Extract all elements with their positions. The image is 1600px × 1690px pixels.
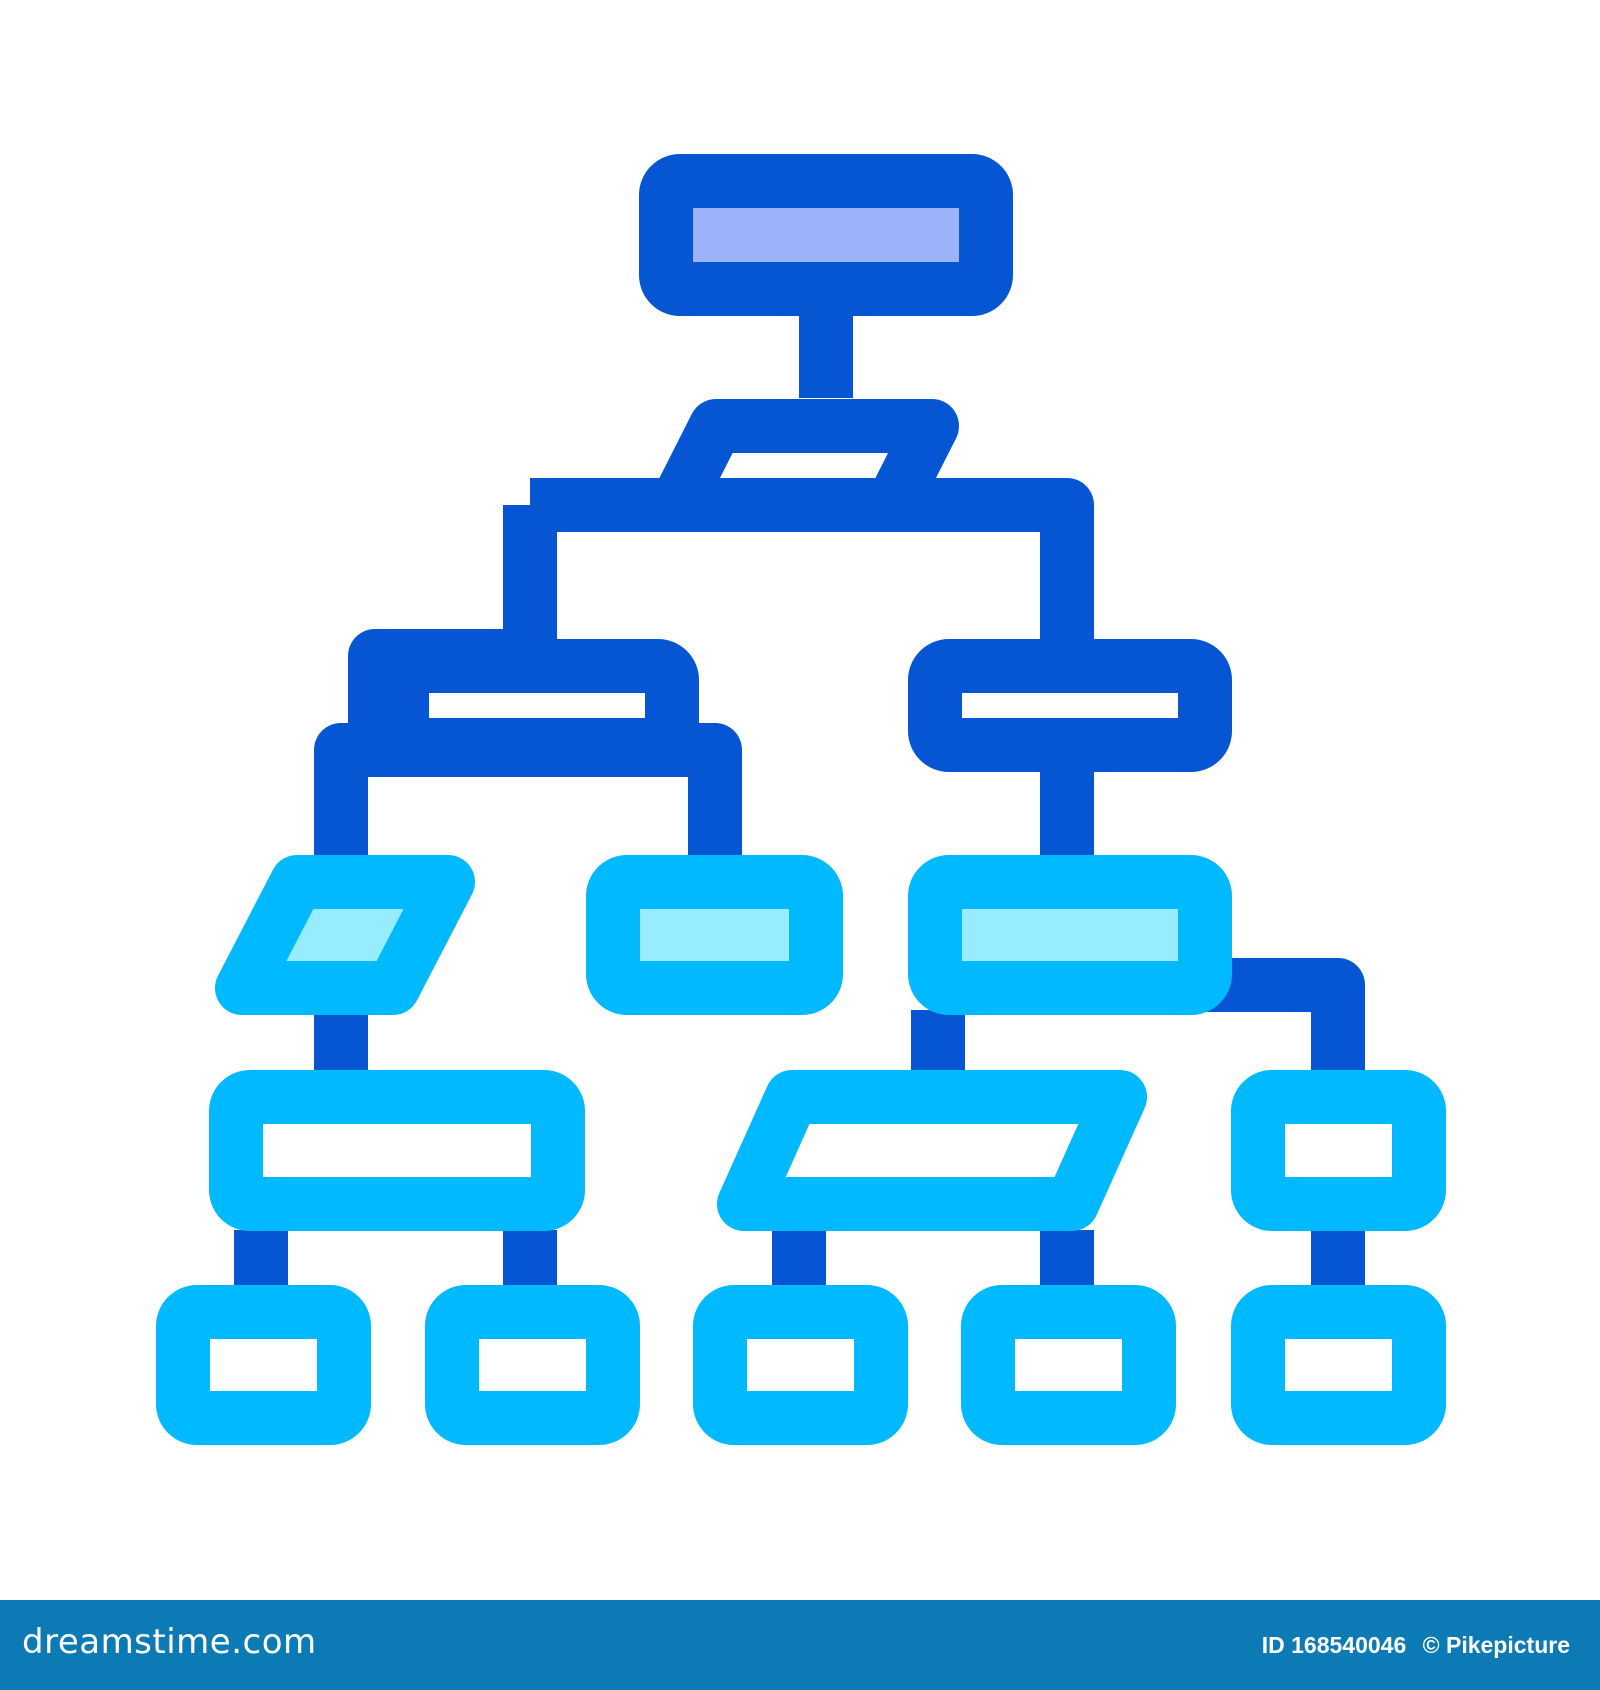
decision-node-top <box>649 399 959 532</box>
connector-far-right <box>1200 958 1365 1080</box>
leaf-node-4 <box>961 1285 1176 1445</box>
rect-node-mid <box>586 855 843 1015</box>
rect-node-wide <box>209 1070 585 1231</box>
image-id: ID 168540046 <box>1261 1632 1407 1658</box>
parallelogram-node-wide <box>717 1070 1147 1231</box>
flowchart-icon <box>156 154 1446 1445</box>
left-level2-node <box>375 639 699 772</box>
leaf-node-2 <box>425 1285 640 1445</box>
top-node <box>639 154 1013 316</box>
parallelogram-node-left <box>215 855 475 1015</box>
footer-bar: dreamstime.com ID 168540046 © Pikepictur… <box>0 1600 1600 1690</box>
dreamstime-logo: dreamstime.com <box>22 1622 317 1662</box>
author-credit: © Pikepicture <box>1422 1632 1570 1658</box>
flowchart-nodes <box>156 154 1446 1445</box>
rect-node-small <box>1231 1070 1446 1231</box>
leaf-node-3 <box>693 1285 908 1445</box>
rect-node-right <box>908 855 1232 1015</box>
image-credit: ID 168540046 © Pikepicture <box>1252 1632 1570 1659</box>
leaf-node-5 <box>1231 1285 1446 1445</box>
leaf-node-1 <box>156 1285 371 1445</box>
right-level2-node <box>908 639 1232 772</box>
